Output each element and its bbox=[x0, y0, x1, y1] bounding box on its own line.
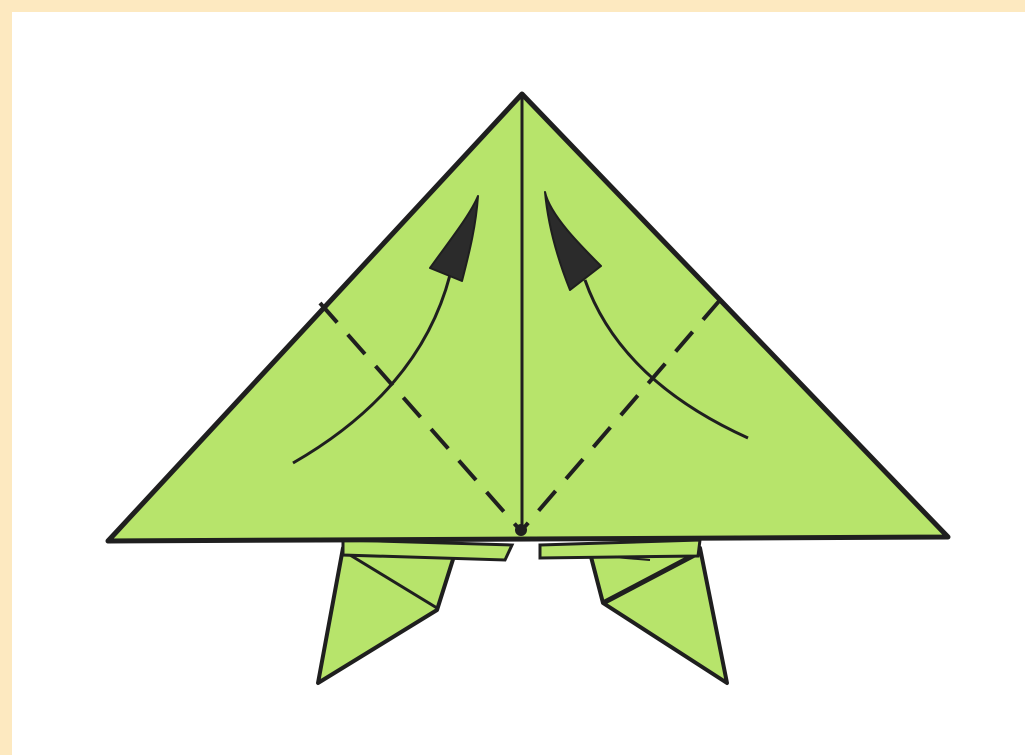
fold-point bbox=[515, 524, 527, 536]
base-strips bbox=[343, 540, 700, 560]
lower-left-flap bbox=[318, 548, 455, 683]
main-triangle bbox=[108, 94, 948, 541]
lower-right-flap bbox=[590, 548, 727, 683]
